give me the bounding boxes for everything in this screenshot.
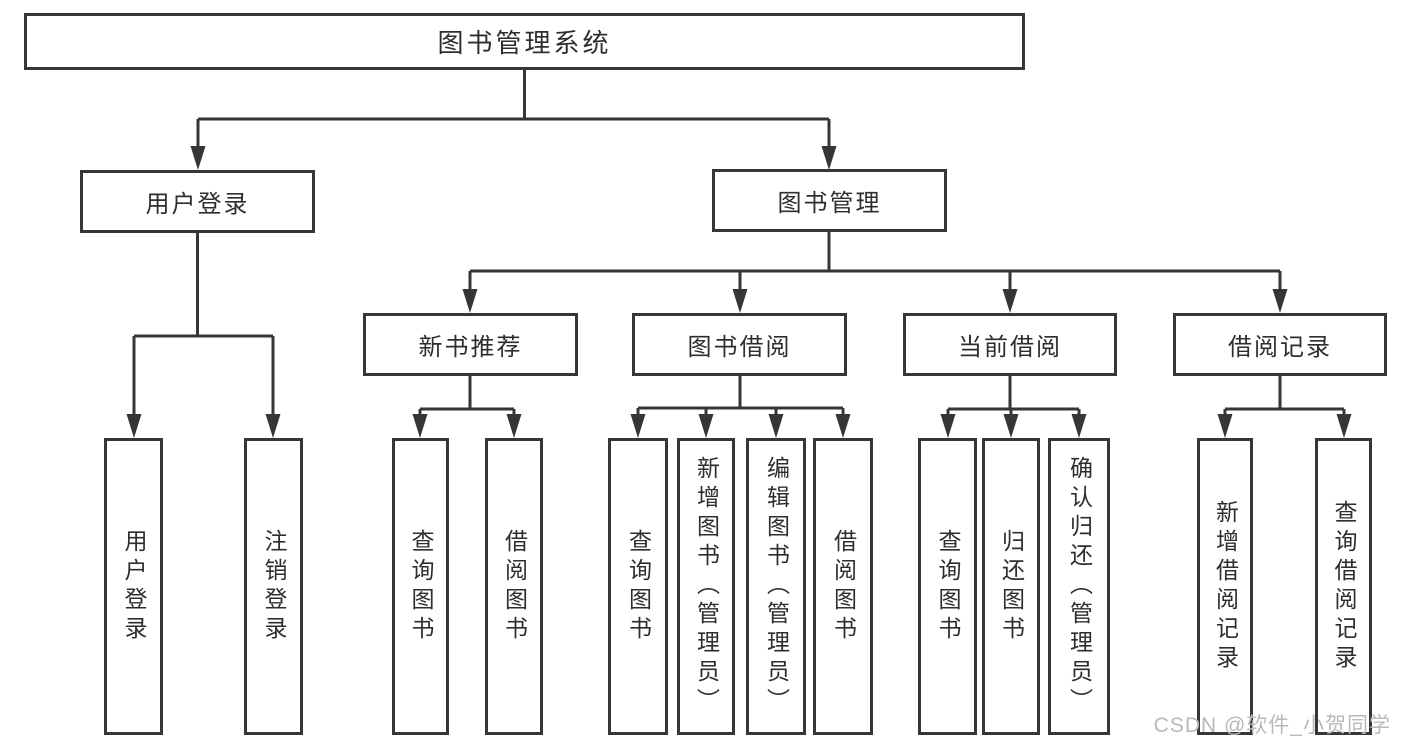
node-library-system: 图书管理系统 bbox=[24, 13, 1025, 70]
node-label: 新书推荐 bbox=[418, 334, 523, 361]
node-label: 查询图书 bbox=[935, 528, 961, 645]
leaf-return-books: 归还图书 bbox=[982, 438, 1040, 735]
arrowhead-icons bbox=[126, 146, 1352, 438]
leaf-confirm-return-admin: 确认归还（管理员） bbox=[1048, 438, 1110, 735]
leaf-add-books-admin: 新增图书（管理员） bbox=[677, 438, 735, 735]
node-label: 借阅图书 bbox=[830, 528, 857, 645]
node-label: 确认归还（管理员） bbox=[1066, 456, 1093, 717]
node-borrow-records: 借阅记录 bbox=[1173, 313, 1387, 376]
node-label: 查询图书 bbox=[408, 528, 434, 645]
node-book-borrow: 图书借阅 bbox=[632, 313, 847, 376]
node-label: 用户登录 bbox=[121, 528, 147, 645]
node-user-login-branch: 用户登录 bbox=[80, 170, 315, 233]
node-new-book-recommend: 新书推荐 bbox=[363, 313, 578, 376]
leaf-query-books-recommend: 查询图书 bbox=[392, 438, 449, 735]
leaf-query-borrow-record: 查询借阅记录 bbox=[1315, 438, 1372, 735]
node-label: 借阅记录 bbox=[1228, 334, 1332, 361]
node-label: 当前借阅 bbox=[958, 334, 1062, 361]
node-current-borrow: 当前借阅 bbox=[903, 313, 1117, 376]
leaf-borrow-books-recommend: 借阅图书 bbox=[485, 438, 543, 735]
leaf-query-books-current: 查询图书 bbox=[918, 438, 977, 735]
node-label: 新增借阅记录 bbox=[1212, 499, 1239, 674]
node-label: 编辑图书（管理员） bbox=[763, 456, 790, 717]
node-label: 查询图书 bbox=[625, 528, 652, 645]
node-label: 借阅图书 bbox=[501, 528, 528, 645]
leaf-query-books-borrow: 查询图书 bbox=[608, 438, 668, 735]
leaf-user-login: 用户登录 bbox=[104, 438, 163, 735]
node-label: 归还图书 bbox=[998, 528, 1025, 645]
csdn-watermark: CSDN @软件_小贺同学 bbox=[1153, 714, 1391, 737]
node-label: 查询借阅记录 bbox=[1331, 499, 1357, 674]
node-label: 图书管理 bbox=[777, 190, 882, 217]
leaf-logout: 注销登录 bbox=[244, 438, 303, 735]
node-label: 用户登录 bbox=[145, 191, 250, 218]
node-book-management: 图书管理 bbox=[712, 169, 947, 232]
node-label: 新增图书（管理员） bbox=[693, 456, 720, 717]
leaf-edit-books-admin: 编辑图书（管理员） bbox=[746, 438, 806, 735]
leaf-borrow-books: 借阅图书 bbox=[813, 438, 873, 735]
node-label: 图书管理系统 bbox=[437, 28, 612, 58]
node-label: 图书借阅 bbox=[687, 334, 792, 361]
leaf-add-borrow-record: 新增借阅记录 bbox=[1197, 438, 1253, 735]
node-label: 注销登录 bbox=[261, 528, 287, 645]
